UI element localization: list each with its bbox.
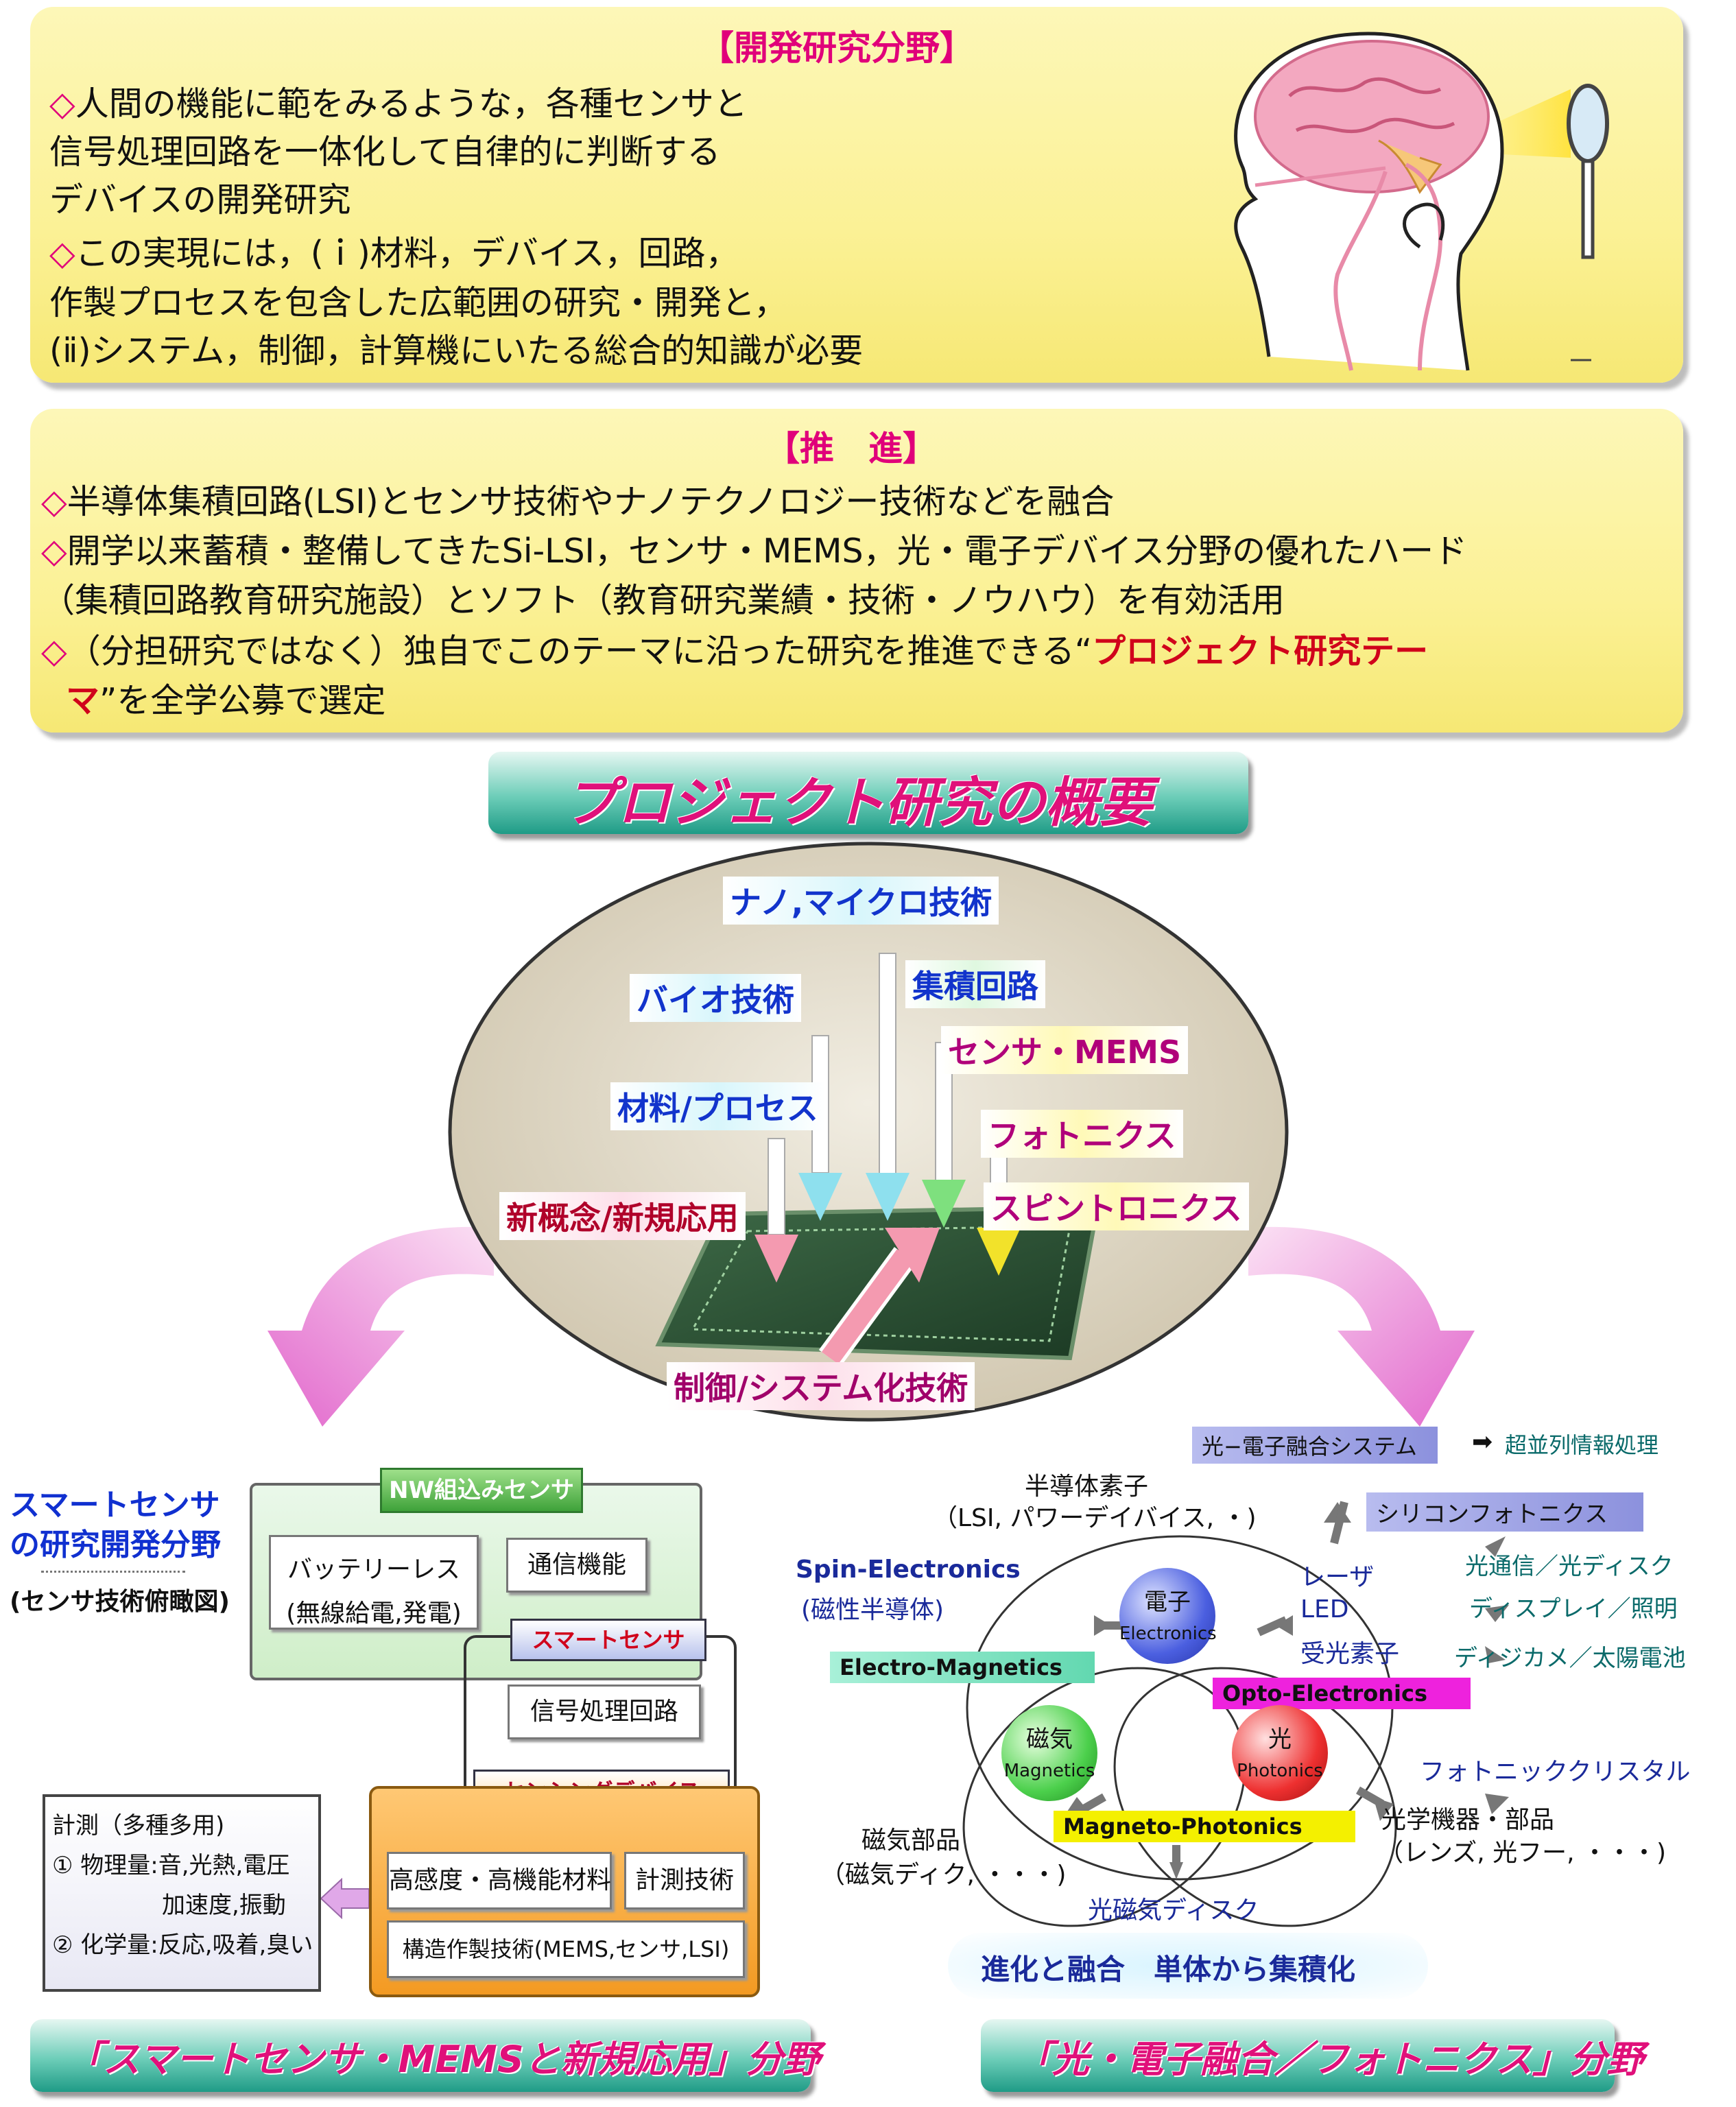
overview-banner (488, 752, 1248, 834)
overview-banner-text: プロジェクト研究の概要 (564, 772, 1153, 834)
smart-sensor-subheading: (センサ技術俯瞰図) (10, 1588, 230, 1616)
panel1-line-2: 信号処理回路を一体化して自律的に判断する (49, 132, 721, 171)
measurement-line-3: 加速度,振動 (162, 1892, 286, 1919)
panel1-line-5: 作製プロセスを包含した広範囲の研究・開発と， (49, 283, 788, 322)
camera-solar-text: ディジカメ／太陽電池 (1454, 1645, 1686, 1672)
magnetic-semiconductor-text: (磁性半導体) (801, 1596, 944, 1624)
panel1-line-3: デバイスの開発研究 (49, 180, 351, 219)
brain-head-illustration (1234, 32, 1609, 371)
opto-electronic-system-bar: 光−電子融合システム (1192, 1427, 1438, 1464)
measurement-box (43, 1794, 321, 1992)
electronics-jp: 電子 (1144, 1588, 1191, 1616)
silicon-photonics-bar: シリコンフォトニクス (1366, 1492, 1643, 1532)
opto-electronic-field-text: 「光・電子融合／フォトニクス」分野 (1015, 2038, 1644, 2081)
panel2-line-4: ◇（分担研究ではなく）独自でこのテーマに沿った研究を推進できる“プロジェクト研究… (41, 632, 1429, 671)
project-theme-highlight: プロジェクト研究テー (1092, 632, 1429, 671)
promotion-panel (30, 409, 1683, 733)
spin-electronics-text: Spin-Electronics (796, 1556, 1021, 1584)
magnetic-parts-detail: （磁気ディク, ・・・) (820, 1861, 1067, 1889)
semiconductor-detail: （LSI, パワーデイバイス, ・) (933, 1504, 1257, 1532)
signal-processing-box: 信号処理回路 (508, 1685, 701, 1739)
structure-fab-box: 構造作製技術(MEMS,センサ,LSI) (387, 1920, 745, 1978)
photonics-en: Photonics (1237, 1761, 1323, 1781)
photonics-jp: 光 (1268, 1726, 1292, 1753)
label-ic: 集積回路 (905, 960, 1045, 1008)
led-text: LED (1300, 1595, 1349, 1623)
fusion-diagram (962, 1501, 1509, 1927)
panel2-line-5: マ”を全学公募で選定 (66, 681, 386, 720)
magnetic-parts-text: 磁気部品 (861, 1826, 961, 1855)
promotion-title: 【推 進】 (765, 429, 937, 468)
heading-divider (41, 1571, 185, 1573)
laser-text: レーザ (1300, 1563, 1375, 1591)
optical-instruments-text: 光学機器・部品 (1381, 1806, 1555, 1834)
parallel-processing-text: 超並列情報処理 (1505, 1432, 1659, 1458)
evolution-banner (948, 1933, 1428, 1999)
communication-box: 通信機能 (506, 1538, 647, 1593)
magnetics-jp: 磁気 (1026, 1726, 1073, 1753)
measurement-line-2: ① 物理量:音,光熱,電圧 (52, 1852, 290, 1879)
opto-electronic-field-banner (981, 2019, 1615, 2092)
opto-electronics-bar: Opto-Electronics (1213, 1678, 1471, 1709)
diamond-bullet-icon: ◇ (41, 482, 67, 521)
panel2-line-3: （集積回路教育研究施設）とソフト（教育研究業績・技術・ノウハウ）を有効活用 (41, 581, 1285, 620)
panel2-line-2: ◇開学以来蓄積・整備してきたSi-LSI，センサ・MEMS，光・電子デバイス分野… (41, 532, 1468, 571)
nw-embedded-label: NW組込みセンサ (380, 1468, 583, 1513)
measurement-line-4: ② 化学量:反応,吸着,臭い (52, 1931, 313, 1959)
batteryless-line-1: バッテリーレス (287, 1556, 460, 1584)
label-photonics: フォトニクス (981, 1110, 1183, 1158)
panel2-line-1: ◇半導体集積回路(LSI)とセンサ技術やナノテクノロジー技術などを融合 (41, 482, 1115, 521)
batteryless-line-2: (無線給電,発電) (286, 1599, 462, 1628)
measurement-line-1: 計測（多種多用) (52, 1812, 225, 1840)
label-new-concept: 新概念/新規応用 (499, 1192, 746, 1240)
research-field-title: 【開発研究分野】 (700, 28, 974, 68)
semiconductor-title: 半導体素子 (1025, 1473, 1149, 1501)
magnetics-ball: 磁気 Magnetics (1001, 1705, 1097, 1801)
optical-instruments-detail: （レンズ, 光フー, ・・・) (1379, 1839, 1667, 1867)
diamond-bullet-icon: ◇ (41, 632, 67, 671)
electronics-ball: 電子 Electronics (1119, 1568, 1217, 1664)
optical-comm-text: 光通信／光ディスク (1465, 1553, 1674, 1580)
display-text: ディスプレイ／照明 (1469, 1595, 1678, 1623)
panel1-line-1: ◇人間の機能に範をみるような，各種センサと (49, 84, 748, 123)
project-theme-highlight-end: マ (66, 681, 100, 720)
diamond-bullet-icon: ◇ (49, 84, 75, 123)
label-nano-micro: ナノ,マイクロ技術 (723, 877, 999, 925)
smart-sensor-heading-2: の研究開発分野 (10, 1527, 221, 1562)
batteryless-box: バッテリーレス (無線給電,発電) (269, 1535, 479, 1630)
material-box: 高感度・高機能材料 (387, 1852, 612, 1909)
magneto-photonics-bar: Magneto-Photonics (1054, 1811, 1355, 1842)
label-material-process: 材料/プロセス (610, 1082, 825, 1130)
panel1-line-6: (ⅱ)システム，制御，計算機にいたる総合的知識が必要 (49, 331, 864, 370)
label-sensor-mems: センサ・MEMS (941, 1026, 1189, 1074)
label-spintronics: スピントロニクス (984, 1182, 1249, 1230)
diamond-bullet-icon: ◇ (49, 234, 75, 273)
smart-sensor-label: スマートセンサ (510, 1619, 706, 1661)
photonic-crystal-text: フォトニッククリスタル (1420, 1758, 1691, 1786)
smart-sensor-field-banner (30, 2019, 811, 2092)
photonics-ball: 光 Photonics (1232, 1705, 1328, 1801)
measurement-tech-box: 計測技術 (624, 1852, 745, 1909)
label-control-system: 制御/システム化技術 (667, 1362, 975, 1410)
smart-sensor-field-text: 「スマートセンサ・MEMSと新規応用」分野 (66, 2038, 820, 2081)
left-arrow-icon (321, 1878, 369, 1919)
electro-magnetics-bar: Electro-Magnetics (830, 1652, 1095, 1683)
evolution-text: 進化と融合 単体から集積化 (981, 1953, 1356, 1986)
arrow-parallel: ➡ (1472, 1428, 1493, 1456)
panel1-line-4: ◇この実現には，(ｉ)材料，デバイス，回路， (49, 234, 739, 273)
smart-sensor-heading-1: スマートセンサ (10, 1488, 220, 1523)
mo-disk-text: 光磁気ディスク (1088, 1896, 1259, 1925)
photoreceiver-text: 受光素子 (1300, 1640, 1400, 1668)
magnetics-en: Magnetics (1003, 1761, 1095, 1781)
label-bio: バイオ技術 (630, 974, 801, 1022)
diamond-bullet-icon: ◇ (41, 532, 67, 571)
electronics-en: Electronics (1119, 1623, 1217, 1644)
